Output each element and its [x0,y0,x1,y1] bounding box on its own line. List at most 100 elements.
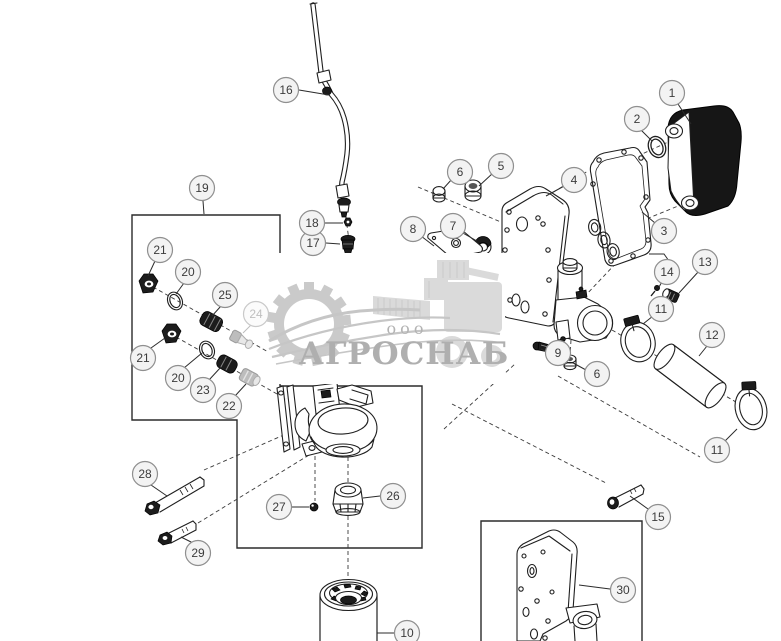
callout-30: 30 [609,576,637,604]
callout-11a: 11 [647,295,675,323]
callout-label-6a: 6 [457,165,464,179]
callout-11b: 11 [703,436,731,464]
callout-22: 22 [215,392,243,420]
callout-28: 28 [131,460,159,488]
callout-label-2: 2 [634,112,641,126]
callout-26: 26 [379,482,407,510]
callout-label-18: 18 [305,216,319,230]
part-5-grommet [464,179,482,202]
part-11b-hose-clamp [734,381,768,431]
gasket-bolt-holes [590,149,651,264]
callout-10: 10 [393,619,421,641]
callout-label-17: 17 [306,236,320,250]
callout-label-20b: 20 [171,371,185,385]
part-1-oil-cooler [664,105,742,216]
callout-label-12: 12 [705,328,719,342]
callout-21a: 21 [146,236,174,264]
callout-3: 3 [650,217,678,245]
part-15-bolt [607,484,645,510]
callout-label-16: 16 [279,83,293,97]
callout-label-26: 26 [386,489,400,503]
part-6a-grommet [432,186,446,203]
part-3-gasket [588,146,652,267]
watermark: ооо АГРОСНАБ [266,253,510,384]
callout-14: 14 [653,258,681,286]
callout-label-19: 19 [195,181,209,195]
callout-17: 17 [299,229,327,257]
callout-12: 12 [698,321,726,349]
callout-8: 8 [399,215,427,243]
watermark-org-type: ооо [387,319,428,338]
part-12-hose [653,343,727,409]
callout-2: 2 [623,105,651,133]
callout-label-11a: 11 [655,302,668,316]
callout-label-7: 7 [450,219,457,233]
group-box-30 [480,520,643,641]
callout-label-1: 1 [669,86,676,100]
callout-label-10: 10 [400,626,414,640]
callout-label-21a: 21 [153,243,167,257]
callout-label-23: 23 [196,383,210,397]
part-22-fitting [238,368,261,387]
callout-20a: 20 [174,258,202,286]
callout-label-22: 22 [222,399,236,413]
callout-18: 18 [298,209,326,237]
callout-23: 23 [189,376,217,404]
part-11a-hose-clamp [620,314,656,363]
callout-label-24: 24 [249,307,263,321]
callout-label-25: 25 [218,288,232,302]
part-26-adapter [332,482,364,516]
callout-15: 15 [644,503,672,531]
callout-balloons: 1234567896101112111314151617181920212524… [129,76,731,641]
callout-5: 5 [487,152,515,180]
callout-label-5: 5 [498,159,505,173]
part-20a-o-ring [166,291,184,311]
callout-label-15: 15 [651,510,665,524]
callout-label-29: 29 [191,546,205,560]
part-2-o-ring [647,135,667,159]
callout-label-6b: 6 [594,367,601,381]
callout-label-14: 14 [660,265,674,279]
callout-1: 1 [658,79,686,107]
part-21a-hex-plug [138,273,159,294]
callout-label-13: 13 [698,255,712,269]
callout-6a: 6 [446,158,474,186]
part-10-oil-filter [319,578,378,641]
callout-13: 13 [691,248,719,276]
diagram-art [131,2,768,641]
callout-16: 16 [272,76,300,104]
callout-27: 27 [265,493,293,521]
callout-19: 19 [188,174,216,202]
part-28-bolt [144,476,205,516]
leader-lines [147,89,738,634]
part-29-bolt [157,520,197,546]
part-27-ball [309,502,319,512]
callout-7: 7 [439,212,467,240]
callout-label-21b: 21 [136,351,150,365]
callout-label-8: 8 [410,222,417,236]
part-16-dipstick-tube [309,2,351,218]
callout-label-30: 30 [616,583,630,597]
callout-29: 29 [184,539,212,567]
watermark-company-name: АГРОСНАБ [299,336,510,372]
part-25-spring [199,311,224,332]
callout-label-3: 3 [661,224,668,238]
callout-label-9: 9 [555,346,562,360]
part-20b-o-ring [198,340,216,360]
callout-25: 25 [211,281,239,309]
callout-label-4: 4 [571,173,578,187]
callout-21b: 21 [129,344,157,372]
callout-20b: 20 [164,364,192,392]
filter-head-assembly [276,382,378,458]
callout-label-20a: 20 [181,265,195,279]
part-30-housing [516,529,601,641]
callout-4: 4 [560,166,588,194]
callout-label-27: 27 [272,500,286,514]
part-14-screw [650,285,660,297]
outlet-elbow-assembly [553,258,614,343]
part-18-nut [343,217,353,227]
part-24-valve-muted [229,329,254,349]
part-21b-hex-plug [161,323,182,344]
